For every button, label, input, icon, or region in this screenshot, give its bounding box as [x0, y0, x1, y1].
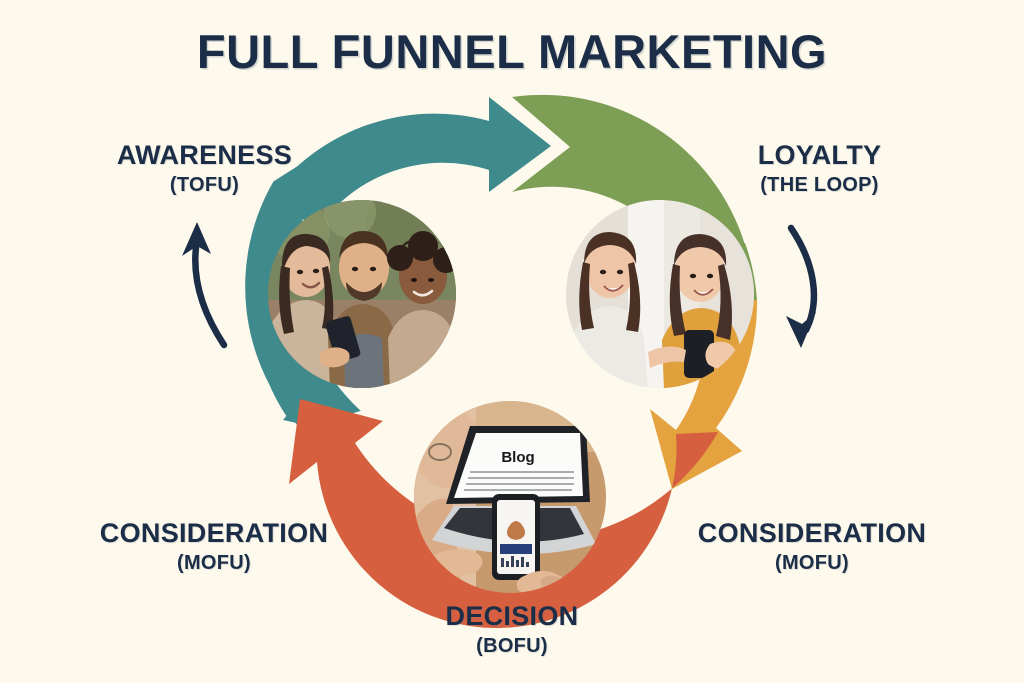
consideration-left-main-label: CONSIDERATION: [99, 518, 329, 548]
consideration-left-sub-label: (MOFU): [177, 552, 251, 575]
loyalty-main-label: LOYALTY: [757, 140, 882, 170]
consideration-right-sub-label: (MOFU): [775, 552, 849, 575]
loyalty-sub-label: (THE LOOP): [760, 174, 879, 197]
decision-sub-label: (BOFU): [476, 635, 548, 658]
right-pointer-arrow-icon: [786, 224, 818, 348]
page-title: FULL FUNNEL MARKETING: [196, 25, 828, 78]
consideration-right-main-label: CONSIDERATION: [697, 518, 927, 548]
left-pointer-arrow-icon: [182, 222, 228, 349]
stage-label-loyalty: LOYALTY (THE LOOP): [682, 140, 957, 197]
laptop-screen-blog-text: Blog: [501, 449, 534, 466]
decision-main-label: DECISION: [445, 601, 579, 631]
stage-label-awareness: AWARENESS (TOFU): [67, 140, 342, 197]
awareness-main-label: AWARENESS: [116, 140, 293, 170]
awareness-sub-label: (TOFU): [169, 174, 240, 197]
stage-label-consideration-right: CONSIDERATION (MOFU): [642, 518, 982, 575]
loyalty-photo: [566, 200, 754, 388]
stage-label-decision: DECISION (BOFU): [372, 601, 652, 658]
stage-label-consideration-left: CONSIDERATION (MOFU): [44, 518, 384, 575]
red-orange-arrow: [289, 399, 718, 628]
